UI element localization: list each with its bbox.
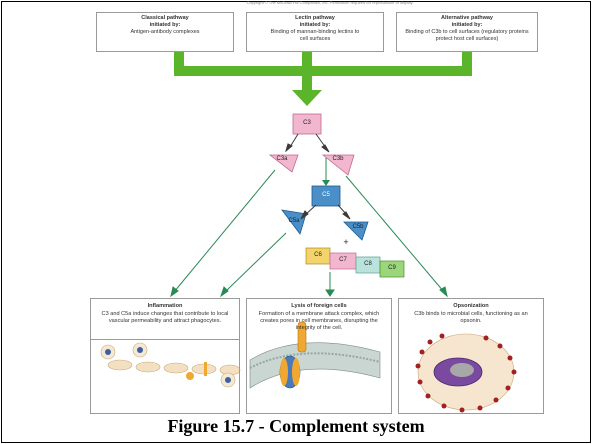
inflammation-title: Inflammation	[147, 303, 183, 309]
c3a-node	[268, 154, 299, 173]
lysis-text: Formation of a membrane attack complex, …	[258, 311, 380, 331]
c3b-label: C3b	[332, 156, 344, 162]
opsonization-text: C3b binds to microbial cells, functionin…	[414, 311, 528, 324]
c5a-to-inflammation-arrowhead	[220, 286, 229, 298]
mac-to-lysis-arrowhead	[325, 289, 335, 297]
inflammation-illustration	[100, 342, 241, 388]
c9-label: C9	[388, 265, 396, 271]
classical-pathway-subtitle: initiated by:	[149, 22, 181, 28]
figure-caption: Figure 15.7 - Complement system	[167, 416, 425, 436]
classical-pathway-box: Classical pathway initiated by: Antigen-…	[96, 12, 234, 52]
c3-to-c3a-arrow	[289, 133, 299, 148]
c5a-label: C5a	[288, 218, 300, 224]
c7-label: C7	[339, 257, 347, 263]
c3b-node	[321, 154, 355, 176]
c3-to-c3b-arrowhead	[321, 144, 330, 153]
c3b-to-opsonization-arrow	[345, 175, 445, 293]
lectin-pathway-box: Lectin pathway initiated by: Binding of …	[246, 12, 384, 52]
inflammation-text: C3 and C5a induce changes that contribut…	[101, 311, 229, 324]
c6-label: C6	[314, 252, 322, 258]
lysis-box: Lysis of foreign cells Formation of a me…	[246, 298, 392, 414]
c3b-to-c5-arrowhead	[322, 180, 330, 186]
c3a-label: C3a	[276, 156, 288, 162]
c3-node	[292, 113, 322, 135]
inflammation-box: Inflammation C3 and C5a induce changes t…	[90, 298, 240, 340]
alternative-pathway-subtitle: initiated by:	[451, 22, 483, 28]
c5a-to-inflammation-arrow	[224, 232, 287, 293]
lysis-illustration	[249, 321, 381, 389]
c5a-node	[281, 209, 307, 235]
convergence-arrows	[174, 52, 472, 106]
lysis-title: Lysis of foreign cells	[291, 303, 347, 309]
c5b-label: C5b	[352, 224, 364, 230]
plus-sign: +	[343, 237, 349, 247]
c5b-node	[343, 221, 369, 241]
c3-label: C3	[303, 120, 311, 126]
lectin-pathway-text: Binding of mannan-binding lectins to cel…	[270, 29, 360, 42]
c3b-to-opsonization-arrowhead	[439, 286, 448, 298]
c3a-to-inflammation-arrowhead	[170, 286, 179, 298]
alternative-pathway-text: Binding of C3b to cell surfaces (regulat…	[405, 29, 529, 42]
classical-pathway-text: Antigen-antibody complexes	[130, 29, 200, 35]
lectin-pathway-title: Lectin pathway	[295, 15, 335, 21]
lectin-pathway-subtitle: initiated by:	[299, 22, 331, 28]
c3-to-c3a-arrowhead	[285, 143, 293, 153]
c9-node	[379, 260, 405, 278]
c5-to-c5a-arrowhead	[300, 210, 309, 220]
classical-pathway-title: Classical pathway	[141, 15, 189, 21]
copyright-note: Copyright © The McGraw-Hill Companies, I…	[246, 0, 414, 5]
c3a-to-inflammation-arrow	[173, 169, 276, 293]
opsonization-title: Opsonization	[453, 303, 489, 309]
c5-to-c5b-arrowhead	[342, 211, 351, 220]
c8-label: C8	[364, 261, 372, 267]
alternative-pathway-title: Alternative pathway	[441, 15, 493, 21]
alternative-pathway-box: Alternative pathway initiated by: Bindin…	[396, 12, 538, 52]
opsonization-box: Opsonization C3b binds to microbial cell…	[398, 298, 544, 414]
c5-label: C5	[322, 192, 330, 198]
opsonization-illustration	[415, 333, 517, 413]
